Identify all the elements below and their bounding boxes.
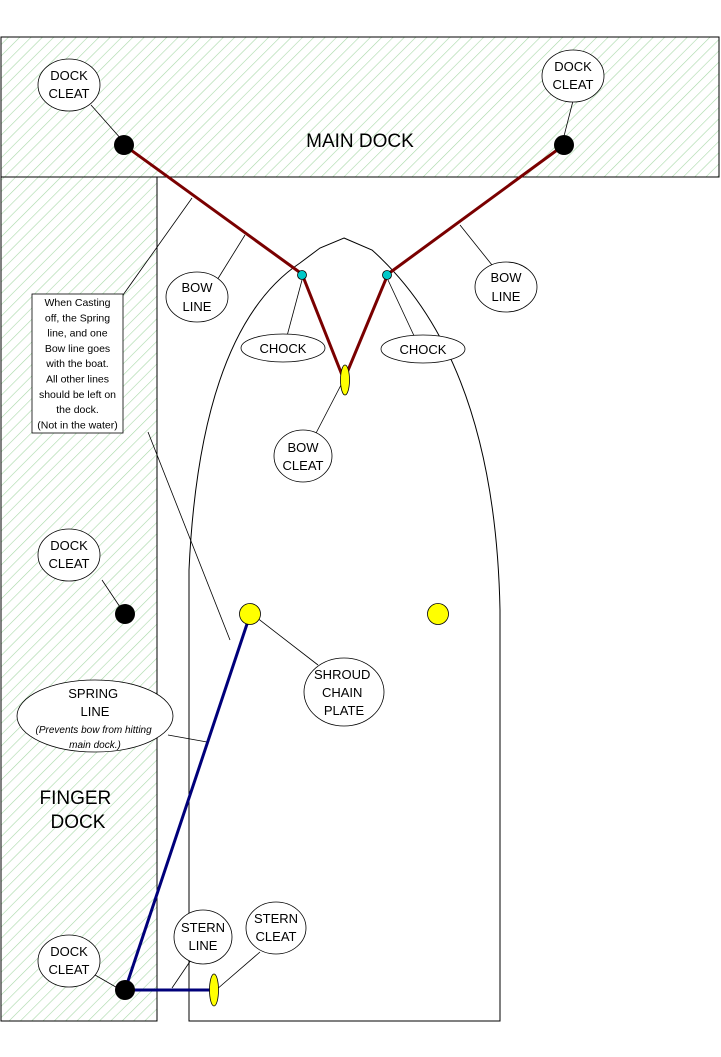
casting-off-note-line: All other lines [46, 374, 109, 386]
dock-cleat-main-right [554, 135, 574, 155]
dock-cleat-finger-stern [115, 980, 135, 1000]
shroud-chain-plate-starboard [427, 603, 449, 625]
chock-callout-right: CHOCK [380, 334, 466, 364]
casting-off-note-line: the dock. [56, 404, 99, 416]
stern-cleat [209, 973, 219, 1007]
finger-dock-label: FINGER DOCK [39, 788, 116, 833]
dock-cleat-main-left [114, 135, 134, 155]
svg-text:(Prevents bow from hitting: (Prevents bow from hitting main dock.) [36, 725, 155, 751]
casting-off-note-line: (Not in the water) [37, 419, 118, 431]
main-dock-label: MAIN DOCK [306, 131, 414, 152]
shroud-chain-plate-port [239, 603, 261, 625]
chock-port [297, 270, 307, 280]
svg-text:SHROUD CHAIN PLATE: SHROUD CHAIN PLATE [314, 667, 374, 718]
spring-line-callout: SPRING LINE (Prevents bow from hitting m… [16, 679, 174, 753]
dock-cleat-finger-middle [115, 604, 135, 624]
leader-lines [90, 96, 575, 991]
casting-off-note-line: Bow line goes [45, 343, 110, 355]
casting-off-note-line: line, and one [47, 328, 107, 340]
svg-text:CHOCK: CHOCK [260, 341, 307, 356]
main-dock [0, 36, 720, 178]
chock-callout-left: CHOCK [240, 333, 326, 363]
casting-off-note-line: should be left on [39, 389, 116, 401]
svg-text:CHOCK: CHOCK [400, 342, 447, 357]
chock-starboard [382, 270, 392, 280]
casting-off-note-line: with the boat. [45, 358, 108, 370]
svg-text:SPRING LINE: SPRING LINE [68, 686, 121, 719]
bow-cleat [340, 364, 350, 396]
casting-off-note: When Casting off, the Spring line, and one… [31, 293, 124, 434]
casting-off-note-line: When Casting [45, 297, 111, 309]
boat-hull [188, 237, 501, 1022]
shroud-chain-plate-callout: SHROUD CHAIN PLATE [303, 657, 385, 727]
casting-off-note-line: off, the Spring [45, 312, 110, 324]
